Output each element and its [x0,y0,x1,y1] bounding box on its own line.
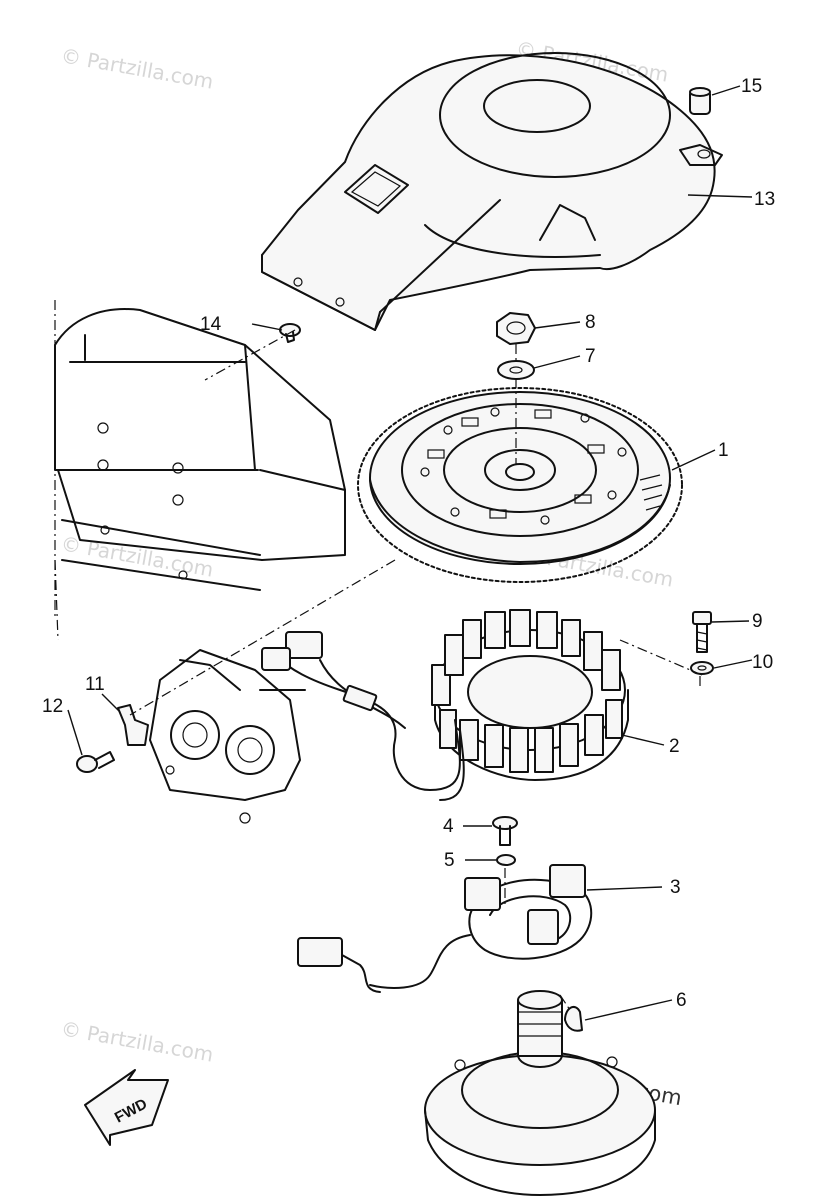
pulser-coil [297,864,593,993]
callout-14: 14 [200,314,222,335]
flywheel-washer [497,360,535,380]
stator-bolt [692,611,712,653]
grommet [689,87,711,115]
engine-block [54,300,346,641]
callout-11: 11 [85,674,105,695]
callout-9: 9 [752,611,763,632]
pulser-screw [492,816,518,846]
crankshaft-housing [424,990,656,1196]
callout-2: 2 [669,736,680,757]
callout-12: 12 [42,696,63,717]
fwd-arrow-icon: FWD [84,1069,169,1146]
callout-15: 15 [741,76,762,97]
watermark: © Partzilla.com [59,43,215,93]
callout-8: 8 [585,312,596,333]
pulser-washer [496,854,516,866]
watermark: © Partzilla.com [59,531,215,581]
stator [431,609,629,781]
flywheel [357,387,683,583]
flywheel-cover [261,52,723,331]
wire-clamp [117,704,149,746]
callout-5: 5 [444,850,455,871]
callout-6: 6 [676,990,687,1011]
crankcase [149,649,306,824]
callout-3: 3 [670,877,681,898]
callout-7: 7 [585,346,596,367]
flywheel-nut [496,312,536,345]
stator-washer [690,661,714,675]
callout-10: 10 [752,652,773,673]
callout-13: 13 [754,189,775,210]
woodruff-key [564,1005,583,1032]
clamp-bolt [76,751,115,773]
leader-lines [67,85,753,1021]
stator-wiring [261,631,465,801]
watermark: © Partzilla.com [59,1016,215,1066]
callout-4: 4 [443,816,454,837]
callout-1: 1 [718,440,729,461]
callouts: 15 13 14 8 7 1 9 10 2 11 12 4 5 3 6 [42,76,775,1011]
